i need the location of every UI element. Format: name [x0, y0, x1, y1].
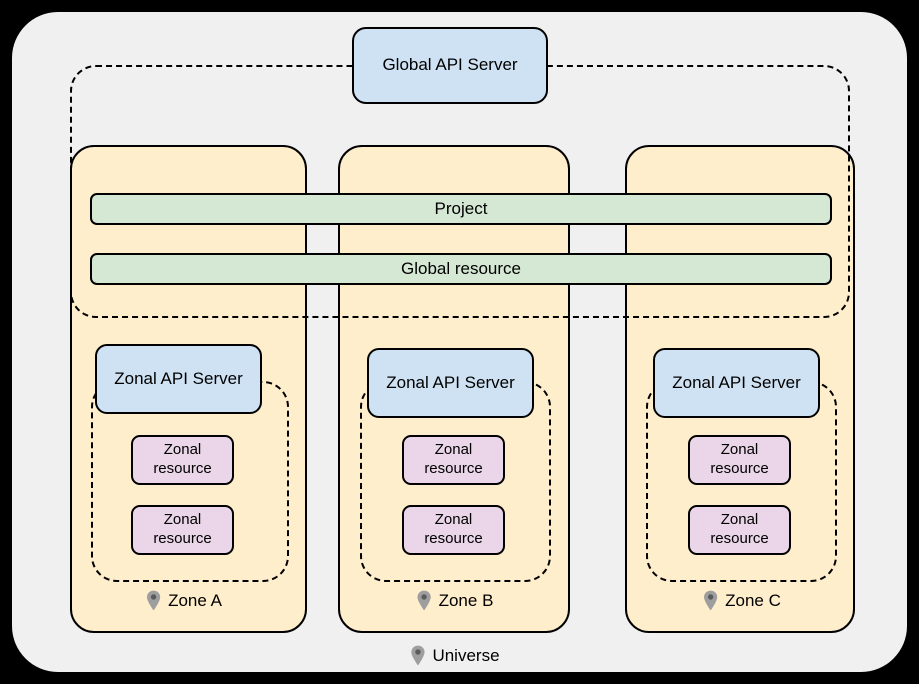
zone-a-label-text: Zone A — [168, 590, 222, 610]
zone-c-label-text: Zone C — [725, 590, 781, 610]
zone-b-resource-1[interactable]: Zonal resource — [402, 435, 505, 485]
zone-a-api-server[interactable]: Zonal API Server — [95, 344, 262, 414]
map-pin-icon — [704, 590, 718, 611]
zone-b-resource-1-line1: Zonal — [434, 441, 473, 459]
zone-b-resource-2[interactable]: Zonal resource — [402, 505, 505, 555]
zone-c-resource-2[interactable]: Zonal resource — [688, 505, 791, 555]
zone-a-api-server-label: Zonal API Server — [114, 368, 243, 388]
project-bar[interactable]: Project — [90, 193, 832, 225]
zone-c-api-server[interactable]: Zonal API Server — [653, 348, 820, 418]
diagram-canvas: Project Global resource Global API Serve… — [12, 12, 907, 672]
zone-c-resource-1[interactable]: Zonal resource — [688, 435, 791, 485]
universe-label: Universe — [410, 645, 500, 666]
zone-a-resource-2-line2: resource — [153, 530, 212, 547]
zone-b-label-text: Zone B — [438, 590, 494, 610]
zone-c-resource-1-line1: Zonal — [720, 441, 759, 459]
zone-a-resource-1-line2: resource — [153, 460, 212, 477]
global-resource-bar[interactable]: Global resource — [90, 253, 832, 285]
zone-b-resource-2-line1: Zonal — [434, 511, 473, 529]
zone-a-label: Zone A — [146, 590, 222, 611]
map-pin-icon — [417, 590, 431, 611]
zone-b-label: Zone B — [417, 590, 494, 611]
global-resource-bar-label: Global resource — [400, 258, 521, 278]
zone-b-resource-2-line2: resource — [424, 530, 483, 547]
zone-b-api-server-label: Zonal API Server — [386, 372, 515, 392]
zone-c-resource-1-line2: resource — [710, 460, 769, 477]
zone-c-api-server-label: Zonal API Server — [672, 372, 801, 392]
zone-a-resource-1-line1: Zonal — [163, 441, 202, 459]
zone-c-resource-2-line2: resource — [710, 530, 769, 547]
project-bar-label: Project — [434, 198, 488, 218]
map-pin-icon — [146, 590, 161, 611]
global-api-server[interactable]: Global API Server — [352, 27, 548, 104]
zone-c-resource-2-line1: Zonal — [720, 511, 759, 529]
zone-b-api-server[interactable]: Zonal API Server — [367, 348, 534, 418]
zone-a-resource-1[interactable]: Zonal resource — [131, 435, 234, 485]
universe-label-text: Universe — [432, 645, 500, 665]
map-pin-icon — [411, 645, 425, 666]
global-api-server-label: Global API Server — [382, 55, 518, 75]
zone-c-label: Zone C — [703, 590, 781, 611]
zone-b-resource-1-line2: resource — [424, 460, 483, 477]
zone-a-resource-2-line1: Zonal — [163, 511, 202, 529]
zone-a-resource-2[interactable]: Zonal resource — [131, 505, 234, 555]
